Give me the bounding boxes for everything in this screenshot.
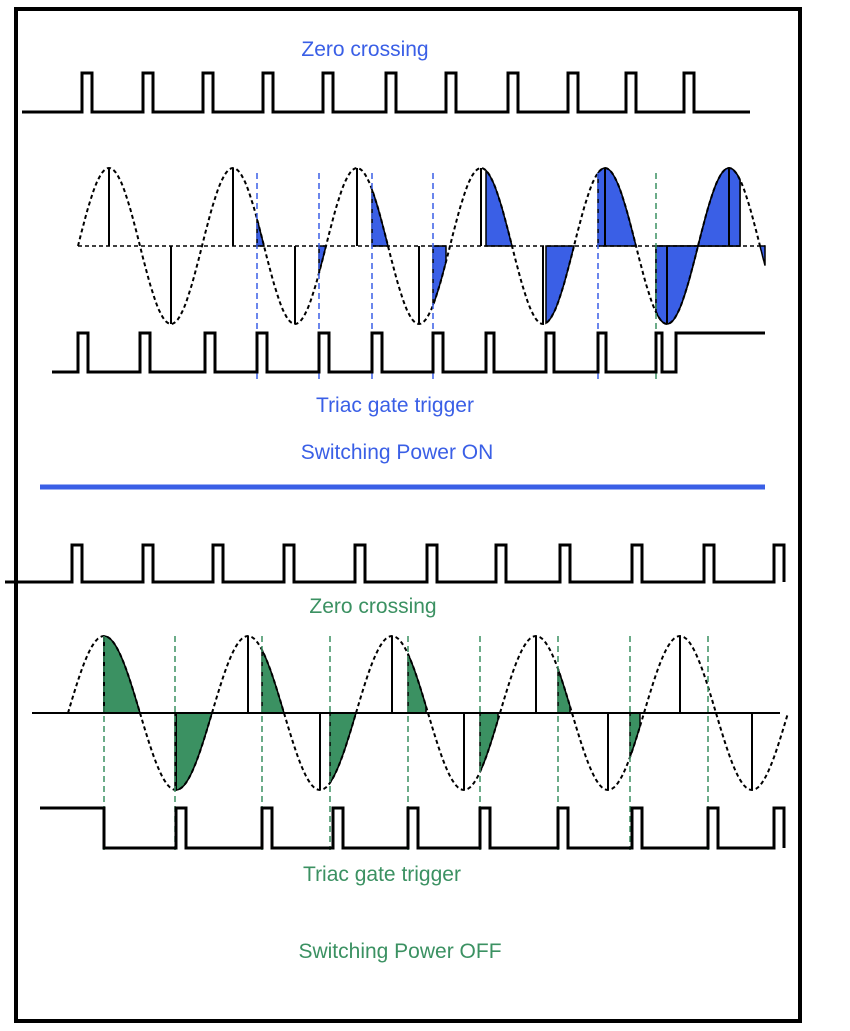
on-conduction-fill [655,245,699,325]
on-gate-trigger-train [52,331,765,374]
on-conduction-fill [485,168,513,247]
on-zero-crossing-pulse-train [22,71,750,114]
on-conduction-fill [432,245,447,306]
off-ac-waveform [67,634,789,792]
off-conduction-fill [103,635,142,714]
off-caption: Switching Power OFF [298,940,501,963]
on-conduction-fill [545,245,575,325]
on-ac-waveform [77,166,761,326]
off-trigger-label: Triac gate trigger [303,863,461,886]
on-conduction-fill [371,189,389,247]
diagram-frame [14,7,802,1023]
off-zero-crossing-label: Zero crossing [309,595,436,618]
on-conduction-fill [759,245,766,266]
off-zero-crossing-pulse-train [5,543,786,584]
off-conduction-fill [174,712,213,791]
on-trigger-label: Triac gate trigger [316,394,474,417]
on-conduction-fill [697,167,741,247]
on-zero-crossing-label: Zero crossing [301,38,428,61]
on-caption: Switching Power ON [301,441,494,464]
off-gate-trigger-train [40,806,786,850]
